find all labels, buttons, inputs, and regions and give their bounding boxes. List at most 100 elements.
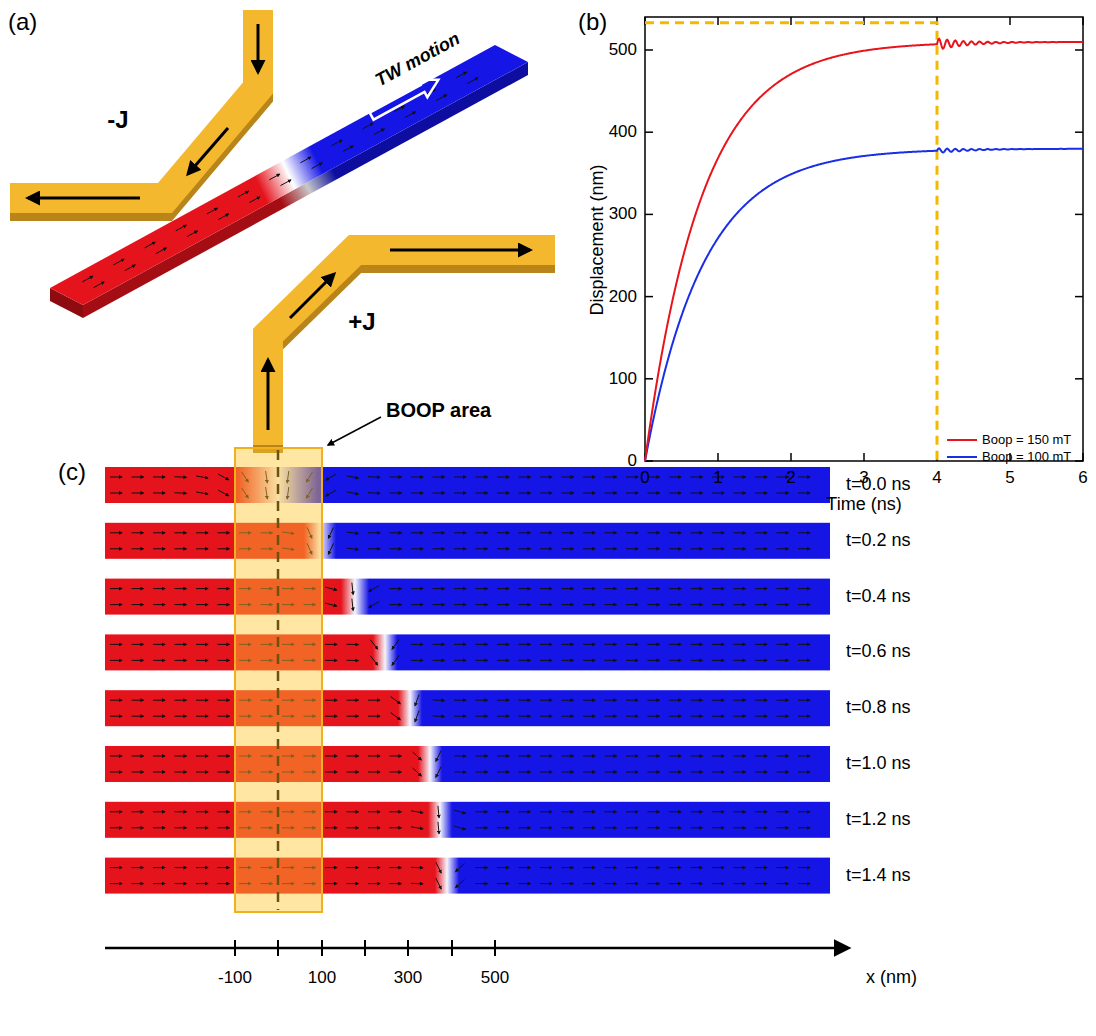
moment-arrow xyxy=(691,756,703,757)
time-label: t=0.0 ns xyxy=(846,475,911,495)
wire-snapshot xyxy=(105,746,830,782)
moment-arrow xyxy=(175,660,187,661)
moment-arrow xyxy=(540,700,552,701)
snapshots xyxy=(105,417,848,956)
moment-arrow xyxy=(777,827,789,828)
panel-label: (a) xyxy=(8,9,37,35)
moment-arrow xyxy=(392,640,399,650)
moment-arrow xyxy=(497,604,509,605)
moment-arrow xyxy=(519,827,531,828)
moment-arrow xyxy=(777,588,789,589)
moment-arrow xyxy=(755,827,767,828)
moment-arrow xyxy=(669,660,681,661)
moment-arrow xyxy=(132,644,144,645)
moment-arrow xyxy=(476,755,488,756)
moment-arrow xyxy=(476,700,488,701)
tick xyxy=(1075,378,1083,380)
electrode xyxy=(10,10,258,198)
moment-arrow xyxy=(110,867,122,868)
moment-arrow xyxy=(328,527,333,538)
moment-arrow xyxy=(583,644,595,645)
time-label: t=1.0 ns xyxy=(846,754,911,774)
moment-arrow xyxy=(454,476,466,477)
moment-arrow xyxy=(798,588,810,589)
moment-arrow xyxy=(562,493,574,494)
tick xyxy=(863,453,865,461)
moment-arrow xyxy=(798,700,810,701)
moment-arrow xyxy=(734,811,746,812)
moment-arrow xyxy=(347,756,359,757)
moment-arrow xyxy=(456,880,465,888)
moment-arrow xyxy=(196,476,208,478)
moment-arrow xyxy=(411,811,423,813)
moment-arrow xyxy=(562,477,574,478)
moment-arrow xyxy=(669,532,681,533)
moment-arrow xyxy=(798,827,810,828)
moment-arrow xyxy=(454,755,466,756)
moment-arrow xyxy=(325,700,337,701)
moment-arrow xyxy=(391,697,401,704)
moment-arrow xyxy=(390,883,402,884)
moment-arrow xyxy=(368,811,380,812)
tick xyxy=(1075,214,1083,216)
moment-arrow xyxy=(368,476,380,478)
moment-arrow xyxy=(519,477,531,478)
moment-arrow xyxy=(326,490,336,496)
tick xyxy=(645,378,653,380)
moment-arrow xyxy=(669,644,681,645)
time-label: t=1.4 ns xyxy=(846,866,911,886)
tick-label: 0 xyxy=(628,452,637,471)
moment-arrow xyxy=(368,883,380,884)
moment-arrow xyxy=(175,476,187,478)
moment-arrow xyxy=(755,883,767,884)
moment-arrow xyxy=(734,772,746,773)
curves xyxy=(645,23,1083,461)
moment-arrow xyxy=(562,811,574,812)
moment-arrow xyxy=(411,492,423,493)
axis-ticks xyxy=(235,940,495,956)
moment-arrow xyxy=(347,476,359,478)
moment-arrow xyxy=(153,716,165,717)
tick xyxy=(645,214,653,216)
moment-arrow xyxy=(734,477,746,478)
moment-arrow xyxy=(712,532,724,533)
moment-arrow xyxy=(390,532,402,533)
moment-arrow xyxy=(519,660,531,661)
moment-arrow xyxy=(390,755,402,756)
moment-arrow xyxy=(605,867,617,868)
moment-arrow xyxy=(132,532,144,533)
moment-arrow xyxy=(734,660,746,661)
moment-arrow xyxy=(411,548,423,549)
moment-arrow xyxy=(132,716,144,717)
moment-arrow xyxy=(110,716,122,717)
moment-arrow xyxy=(476,811,488,812)
current-label: -J xyxy=(107,107,128,133)
moment-arrow xyxy=(368,772,380,773)
moment-arrow xyxy=(436,767,441,778)
moment-arrow xyxy=(497,477,509,478)
moment-arrow xyxy=(540,660,552,661)
moment-arrow xyxy=(540,477,552,478)
moment-arrow xyxy=(691,700,703,701)
moment-arrow xyxy=(153,883,165,884)
wire-snapshot xyxy=(105,467,830,503)
moment-arrow xyxy=(218,867,230,868)
tick xyxy=(645,296,653,298)
moment-arrow xyxy=(413,752,422,760)
moment-arrow xyxy=(755,811,767,812)
moment-arrow xyxy=(691,867,703,868)
moment-arrow xyxy=(454,826,466,829)
moment-arrow xyxy=(325,867,337,868)
moment-arrow xyxy=(712,604,724,605)
moment-arrow xyxy=(218,700,230,701)
moment-arrow xyxy=(433,476,445,477)
moment-arrow xyxy=(777,772,789,773)
moment-arrow xyxy=(583,827,595,828)
moment-arrow xyxy=(540,883,552,884)
moment-arrow xyxy=(562,756,574,757)
moment-arrow xyxy=(605,772,617,773)
moment-arrow xyxy=(436,878,441,889)
tick-label: 100 xyxy=(609,369,637,388)
moment-arrow xyxy=(798,772,810,773)
moment-arrow xyxy=(347,548,359,550)
